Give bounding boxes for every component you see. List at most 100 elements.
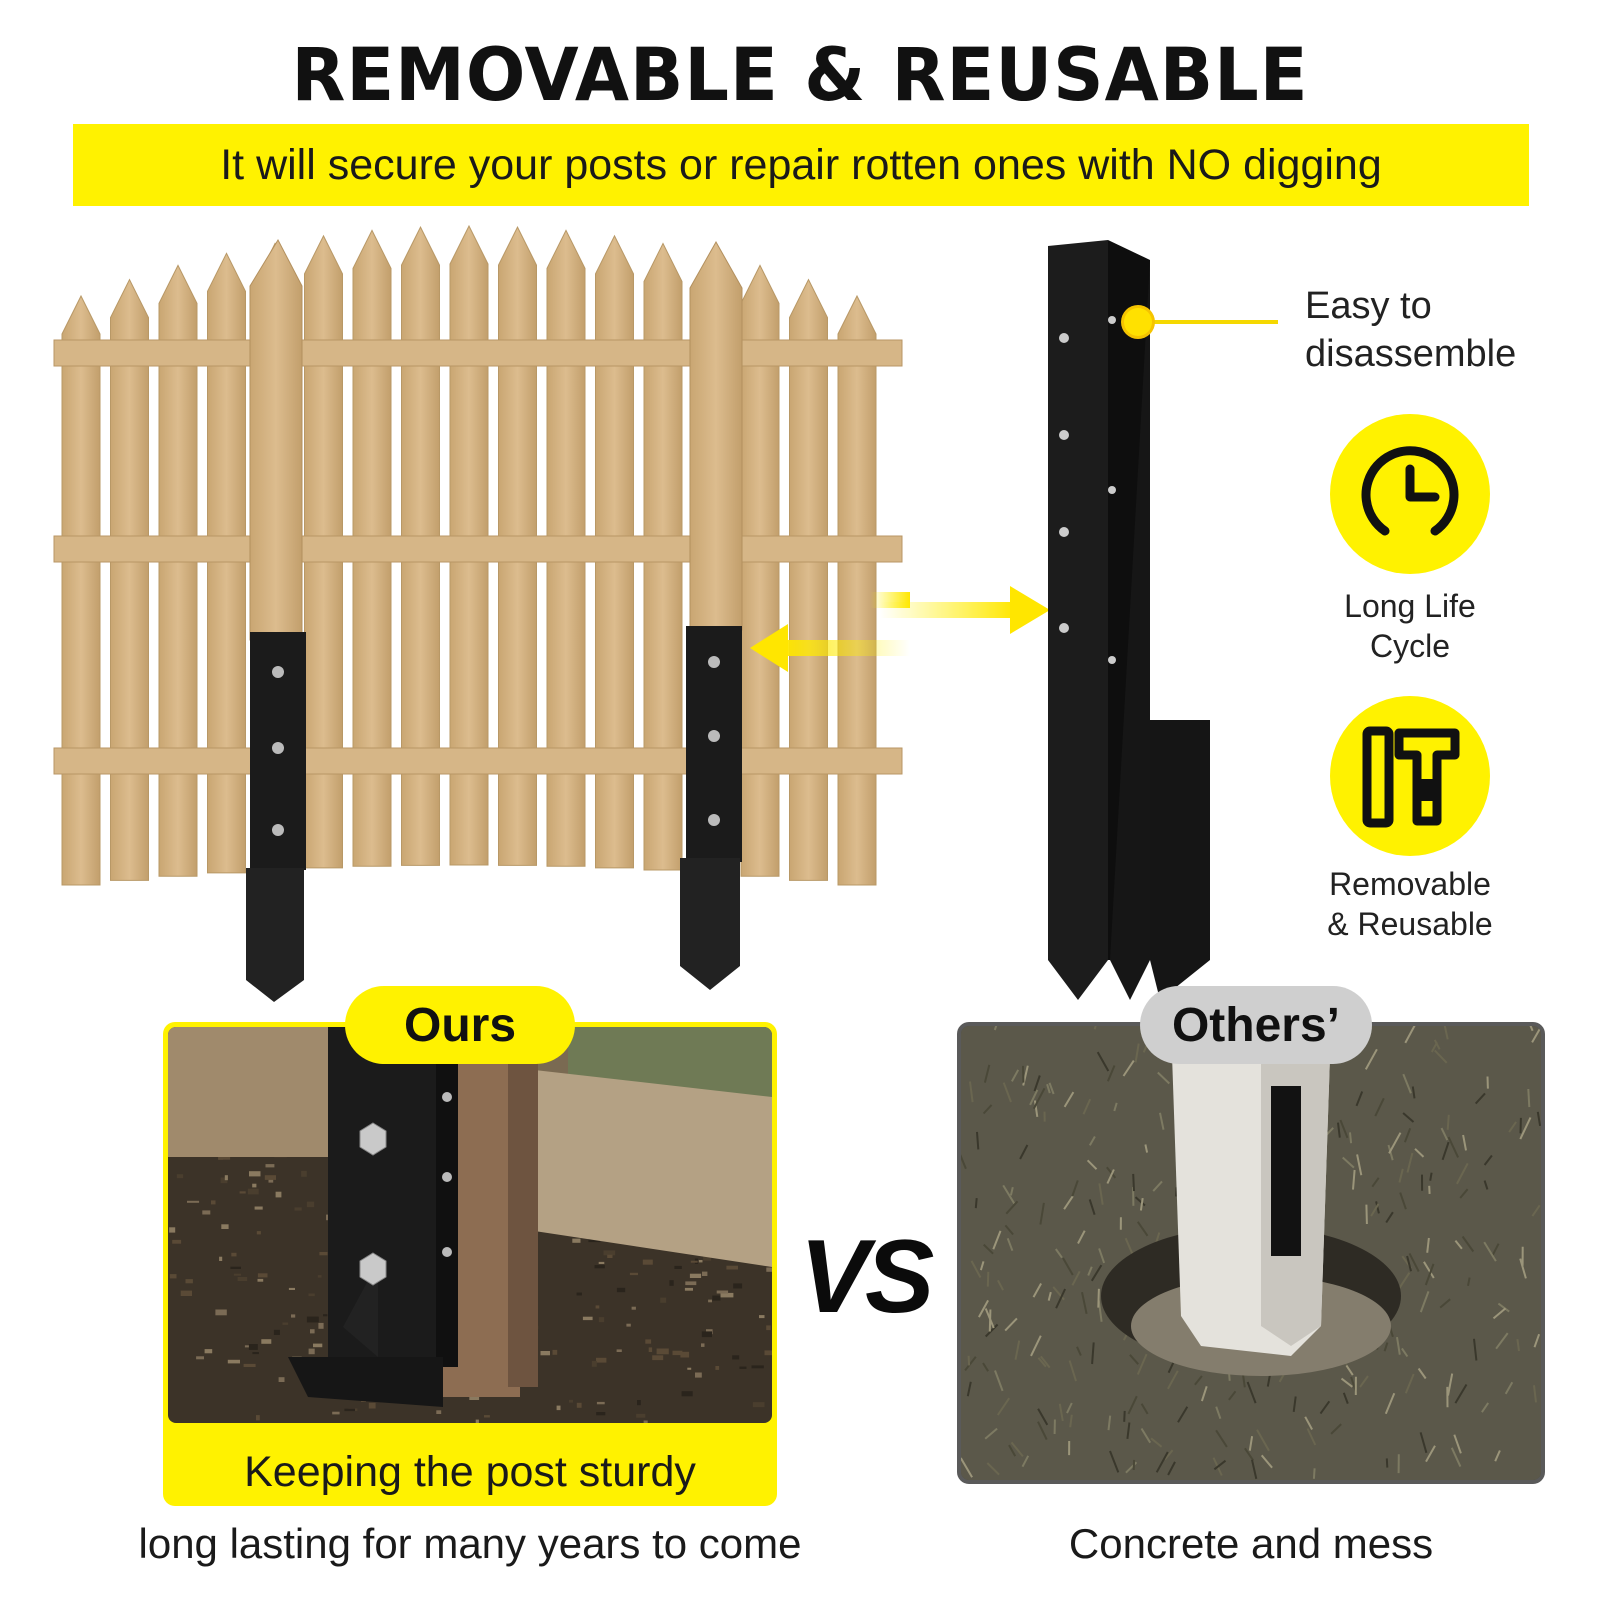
feature-long-life-line1: Long Life bbox=[1344, 588, 1476, 624]
mulch-chip bbox=[576, 1292, 582, 1296]
grass-blade bbox=[1531, 1204, 1541, 1217]
grass-blade bbox=[1113, 1102, 1118, 1112]
grass-blade bbox=[1371, 1177, 1380, 1188]
mulch-chip bbox=[220, 1177, 228, 1184]
mulch-chip bbox=[596, 1412, 606, 1416]
grass-blade bbox=[984, 1323, 999, 1338]
grass-blade bbox=[1414, 1148, 1425, 1158]
mulch-chip bbox=[261, 1339, 272, 1344]
mulch-chip bbox=[247, 1188, 259, 1195]
grass-blade bbox=[1129, 1354, 1139, 1365]
mulch-chip bbox=[703, 1255, 712, 1261]
fence-picket bbox=[61, 294, 101, 886]
grass-blade bbox=[1508, 1121, 1517, 1133]
mulch-chip bbox=[629, 1272, 638, 1276]
grass-blade bbox=[1200, 1385, 1208, 1402]
grass-blade bbox=[1447, 1373, 1454, 1396]
mulch-chip bbox=[237, 1277, 248, 1281]
grass-blade bbox=[982, 1362, 989, 1372]
grass-blade bbox=[961, 1457, 973, 1478]
callout-dot bbox=[1124, 308, 1152, 336]
grass-blade bbox=[1093, 1026, 1097, 1030]
grass-blade bbox=[1029, 1089, 1039, 1106]
grass-blade bbox=[993, 1026, 998, 1031]
grass-blade bbox=[1349, 1132, 1353, 1144]
grass-blade bbox=[1454, 1383, 1468, 1404]
mulch-chip bbox=[169, 1274, 177, 1279]
grass-blade bbox=[1157, 1071, 1170, 1085]
mulch-chip bbox=[264, 1175, 276, 1180]
grass-blade bbox=[1446, 1114, 1450, 1130]
mulch-chip bbox=[239, 1191, 246, 1194]
fence-rail-bottom bbox=[53, 747, 903, 775]
feature-long-life-line2: Cycle bbox=[1369, 628, 1450, 664]
grass-blade bbox=[1424, 1263, 1435, 1286]
grass-blade bbox=[1140, 1427, 1152, 1444]
grass-blade bbox=[1048, 1082, 1055, 1095]
grass-blade bbox=[1397, 1272, 1411, 1290]
mulch-chip bbox=[256, 1415, 260, 1421]
grass-blade bbox=[1014, 1340, 1021, 1360]
grass-blade bbox=[1429, 1172, 1433, 1181]
mulch-chip bbox=[701, 1343, 705, 1347]
grass-blade bbox=[1244, 1447, 1255, 1461]
grass-blade bbox=[1106, 1065, 1116, 1082]
others-panel bbox=[957, 1022, 1545, 1484]
grass-blade bbox=[1019, 1144, 1029, 1160]
tools-icon bbox=[1362, 726, 1460, 828]
others-photo bbox=[961, 1026, 1541, 1480]
grass-blade bbox=[1004, 1224, 1014, 1236]
mulch-chip bbox=[256, 1231, 261, 1235]
grass-blade bbox=[1107, 1415, 1112, 1431]
grass-blade bbox=[1433, 1049, 1448, 1064]
grass-blade bbox=[1011, 1069, 1020, 1082]
grass-blade bbox=[1167, 1461, 1176, 1476]
grass-blade bbox=[1312, 1468, 1316, 1479]
mulch-chip bbox=[310, 1329, 315, 1334]
mulch-chip bbox=[652, 1355, 664, 1361]
grass-blade bbox=[1402, 1073, 1412, 1094]
mulch-chip bbox=[642, 1259, 653, 1265]
grass-blade bbox=[1439, 1298, 1451, 1309]
mulch-chip bbox=[636, 1413, 646, 1418]
mulch-chip bbox=[656, 1348, 669, 1355]
mulch-chip bbox=[598, 1317, 605, 1323]
mulch-chip bbox=[648, 1347, 653, 1352]
grass-blade bbox=[1071, 1270, 1081, 1286]
mulch-chip bbox=[230, 1266, 241, 1269]
mulch-chip bbox=[685, 1281, 697, 1286]
fence-illustration bbox=[53, 224, 910, 1002]
grass-blade bbox=[1519, 1117, 1532, 1140]
grass-blade bbox=[1140, 1403, 1149, 1415]
grass-blade bbox=[1030, 1335, 1042, 1357]
grass-blade bbox=[1497, 1302, 1510, 1313]
mulch-chip bbox=[660, 1297, 667, 1303]
mulch-chip bbox=[169, 1227, 176, 1233]
grass-blade bbox=[1531, 1026, 1541, 1043]
mulch-chip bbox=[572, 1238, 581, 1243]
grass-blade bbox=[1096, 1051, 1110, 1072]
grass-blade bbox=[1082, 1098, 1092, 1115]
feature-removable-line2: & Reusable bbox=[1327, 906, 1493, 942]
vs-label: VS bbox=[799, 1219, 935, 1335]
callout-line bbox=[1148, 320, 1278, 324]
grass-blade bbox=[966, 1381, 972, 1397]
mulch-chip bbox=[318, 1322, 324, 1329]
grass-blade bbox=[1352, 1169, 1356, 1190]
mulch-chip bbox=[224, 1175, 228, 1181]
mulch-chip bbox=[645, 1339, 652, 1344]
grass-blade bbox=[1177, 1406, 1189, 1423]
grass-blade bbox=[969, 1081, 974, 1103]
grass-blade bbox=[1411, 1086, 1416, 1099]
mulch-chip bbox=[273, 1329, 280, 1335]
mulch-chip bbox=[204, 1349, 213, 1354]
grass-blade bbox=[1495, 1332, 1509, 1350]
mulch-chip bbox=[616, 1287, 626, 1293]
ours-tab: Ours bbox=[345, 986, 575, 1064]
grass-blade bbox=[1401, 1347, 1409, 1358]
grass-blade bbox=[1071, 1180, 1079, 1197]
grass-blade bbox=[1426, 1237, 1430, 1253]
grass-blade bbox=[1419, 1432, 1428, 1454]
mulch-chip bbox=[436, 1410, 442, 1414]
mulch-chip bbox=[249, 1171, 261, 1177]
